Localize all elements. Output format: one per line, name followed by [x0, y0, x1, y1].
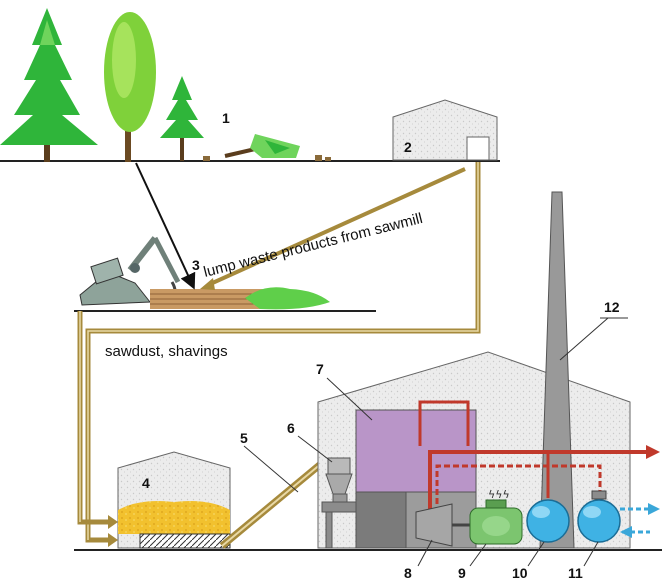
forest: 1 [0, 8, 500, 162]
felled-tree-icon [224, 134, 300, 158]
label-12: 12 [604, 299, 620, 315]
label-9: 9 [458, 565, 466, 581]
spruce-tree-icon [0, 8, 98, 162]
label-10: 10 [512, 565, 528, 581]
label-5-leader [243, 445, 299, 493]
lightning-icon: ϟϟϟ [488, 488, 510, 501]
electric-generator: ϟϟϟ 9 [458, 488, 523, 581]
label-3: 3 [192, 257, 200, 273]
fuel-hopper: 6 [287, 420, 357, 549]
chipping-yard: 3 lump waste products from sawmill [74, 162, 466, 312]
conveyor: 5 [219, 430, 331, 549]
sawmill-feed-pipe [85, 162, 481, 547]
sawmill-door [466, 136, 490, 161]
label-12-leader [559, 317, 609, 361]
label-6: 6 [287, 420, 295, 436]
stump-icon [325, 157, 331, 161]
label-4: 4 [142, 475, 150, 491]
stump-icon [315, 155, 322, 161]
stump-icon [203, 156, 210, 161]
label-7: 7 [316, 361, 324, 377]
sawmill-to-chipper-arrow [207, 167, 466, 287]
steam-turbine: 8 [404, 503, 470, 581]
pipe-arrowhead-upper [108, 515, 118, 529]
label-11-leader [583, 541, 599, 567]
sawmill-building: 2 [392, 99, 498, 161]
poplar-tree-icon [104, 12, 156, 162]
chipper-feed-pipe [77, 311, 118, 529]
hot-water-out-arrowhead [648, 503, 660, 515]
label-9-leader [469, 543, 487, 567]
heat-out-arrowhead [646, 445, 660, 459]
label-2: 2 [404, 139, 412, 155]
sawmill-to-chipper-arrowhead [200, 278, 215, 290]
label-1: 1 [222, 110, 230, 126]
fuel-storage: 4 [117, 451, 231, 549]
wood-chips-pile [118, 501, 230, 534]
storage-grate [139, 533, 231, 549]
district-heating-lines [620, 503, 660, 538]
label-6-leader [297, 435, 333, 463]
label-7-leader [326, 377, 373, 421]
heat-exchanger: 11 [568, 490, 621, 581]
steam-piping [418, 400, 660, 522]
lump-waste-label: lump waste products from sawmill [202, 210, 425, 281]
return-water-in-arrowhead [620, 526, 632, 538]
sawdust-label: sawdust, shavings [105, 343, 228, 360]
label-8-leader [417, 539, 433, 567]
condenser: 10 [512, 499, 570, 581]
forest-to-chipper-arrow [135, 162, 196, 290]
label-5: 5 [240, 430, 248, 446]
log-pile-icon [150, 287, 330, 310]
pipe-arrowhead-lower [108, 533, 118, 547]
label-8: 8 [404, 565, 412, 581]
small-spruce-icon [160, 76, 204, 161]
label-11: 11 [568, 565, 583, 581]
label-10-leader [527, 541, 545, 567]
